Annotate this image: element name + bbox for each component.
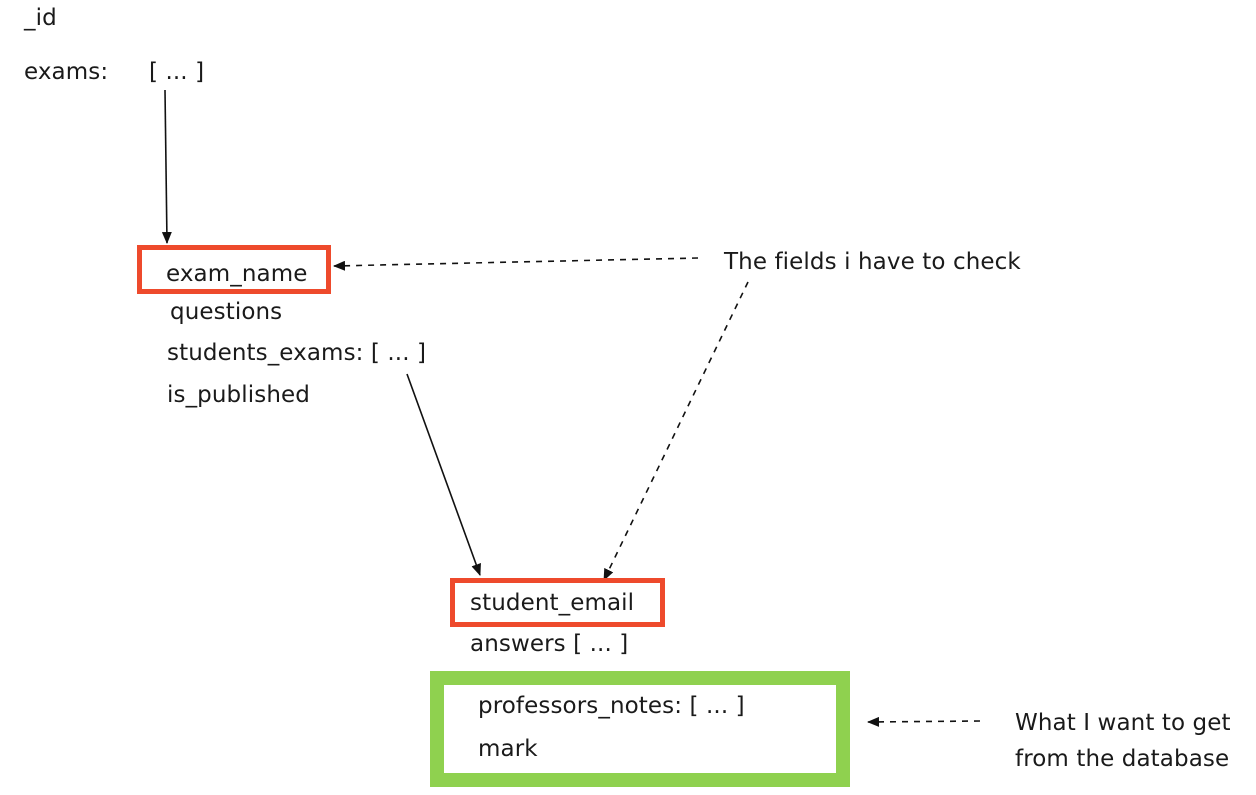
questions-field: questions (170, 299, 283, 325)
want-annotation-line1: What I want to get (1015, 710, 1231, 736)
fields-to-check-annotation: The fields i have to check (724, 249, 1021, 275)
students-exams-field: students_exams: [ ... ] (167, 340, 427, 366)
professors-notes-field: professors_notes: [ ... ] (478, 693, 745, 719)
result-highlight-box (430, 671, 850, 787)
exam-name-field: exam_name (166, 261, 308, 287)
exam-name-highlight-box (137, 245, 331, 294)
dashed-arrow-to-student-email (603, 281, 749, 581)
arrow-students-exams-to-student-email (406, 373, 481, 576)
exams-field-value: [ ... ] (149, 59, 205, 85)
answers-field: answers [ ... ] (470, 631, 629, 657)
arrow-exams-to-exam-name (161, 89, 172, 244)
student-email-field: student_email (470, 590, 635, 616)
dashed-arrow-to-result-box (867, 716, 981, 727)
exams-field-label: exams: (24, 59, 109, 85)
dashed-arrow-to-exam-name (333, 257, 699, 271)
student-email-highlight-box (450, 578, 665, 627)
want-annotation-line2: from the database (1015, 746, 1230, 772)
mark-field: mark (478, 736, 538, 762)
is-published-field: is_published (167, 382, 310, 408)
id-field-label: _id (24, 5, 57, 31)
